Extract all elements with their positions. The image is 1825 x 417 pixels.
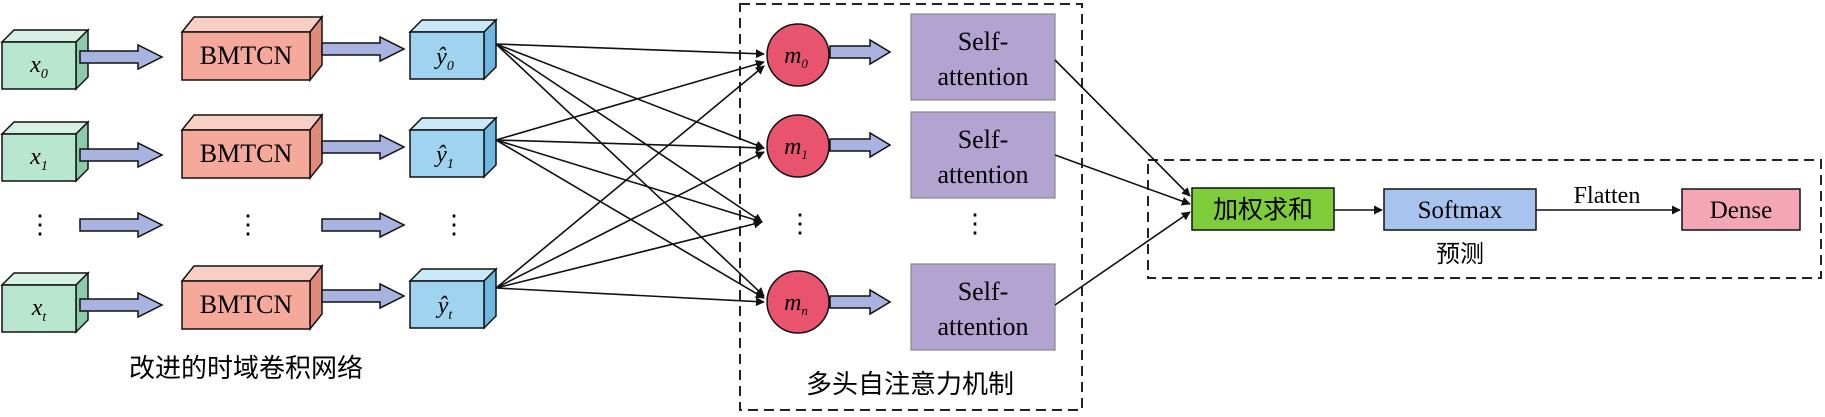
input-ellipsis: ⋮ — [27, 210, 53, 239]
head-m0: m0 — [766, 23, 830, 87]
input-box-0: x0 — [0, 28, 90, 91]
svg-text:attention: attention — [938, 312, 1029, 341]
svg-text:ŷt: ŷt — [436, 293, 454, 323]
svg-text:Self-: Self- — [958, 125, 1009, 154]
connection-lines — [495, 43, 765, 307]
svg-text:ŷ0: ŷ0 — [434, 44, 454, 74]
svg-text:m0: m0 — [784, 43, 808, 71]
self-attention-box-n: Self- attention — [910, 263, 1056, 351]
svg-text:mn: mn — [784, 290, 808, 318]
svg-text:x0: x0 — [29, 52, 48, 82]
attention-caption: 多头自注意力机制 — [806, 370, 1014, 400]
svg-text:attention: attention — [938, 62, 1029, 91]
attention-ellipsis: ⋮ — [962, 209, 988, 238]
svg-text:BMTCN: BMTCN — [200, 139, 293, 168]
svg-text:加权求和: 加权求和 — [1213, 195, 1313, 224]
head-m1: m1 — [766, 114, 830, 178]
output-box-t: ŷt — [408, 267, 498, 330]
flatten-label: Flatten — [1574, 183, 1641, 209]
bmtcn-ellipsis: ⋮ — [235, 210, 261, 239]
attention-group-box — [739, 3, 1083, 411]
svg-text:ŷ1: ŷ1 — [434, 142, 454, 172]
output-box-0: ŷ0 — [408, 18, 498, 81]
output-ellipsis: ⋮ — [441, 210, 467, 239]
svg-text:attention: attention — [938, 160, 1029, 189]
prediction-group-box — [1147, 159, 1822, 279]
bmtcn-box-1: BMTCN — [180, 112, 324, 181]
bmtcn-box-0: BMTCN — [180, 14, 324, 83]
input-box-t: xt — [0, 271, 90, 334]
svg-text:Self-: Self- — [958, 277, 1009, 306]
self-attention-box-1: Self- attention — [910, 111, 1056, 199]
svg-text:xt: xt — [31, 295, 48, 325]
svg-text:x1: x1 — [29, 144, 48, 174]
attention-to-sum-lines — [1054, 59, 1191, 306]
svg-text:Softmax: Softmax — [1418, 197, 1503, 224]
svg-text:BMTCN: BMTCN — [200, 290, 293, 319]
head-mn: mn — [766, 270, 830, 334]
output-box-1: ŷ1 — [408, 116, 498, 179]
svg-text:Self-: Self- — [958, 27, 1009, 56]
weighted-sum-box: 加权求和 — [1191, 187, 1335, 231]
head-ellipsis: ⋮ — [787, 209, 813, 238]
svg-text:Dense: Dense — [1710, 197, 1772, 224]
prediction-caption: 预测 — [1436, 240, 1484, 268]
softmax-box: Softmax — [1383, 188, 1537, 231]
self-attention-box-0: Self- attention — [910, 13, 1056, 101]
dense-box: Dense — [1681, 188, 1801, 231]
tcn-caption: 改进的时域卷积网络 — [129, 354, 363, 384]
bmtcn-box-t: BMTCN — [180, 263, 324, 332]
svg-text:m1: m1 — [784, 134, 808, 162]
svg-text:BMTCN: BMTCN — [200, 41, 293, 70]
input-box-1: x1 — [0, 120, 90, 183]
